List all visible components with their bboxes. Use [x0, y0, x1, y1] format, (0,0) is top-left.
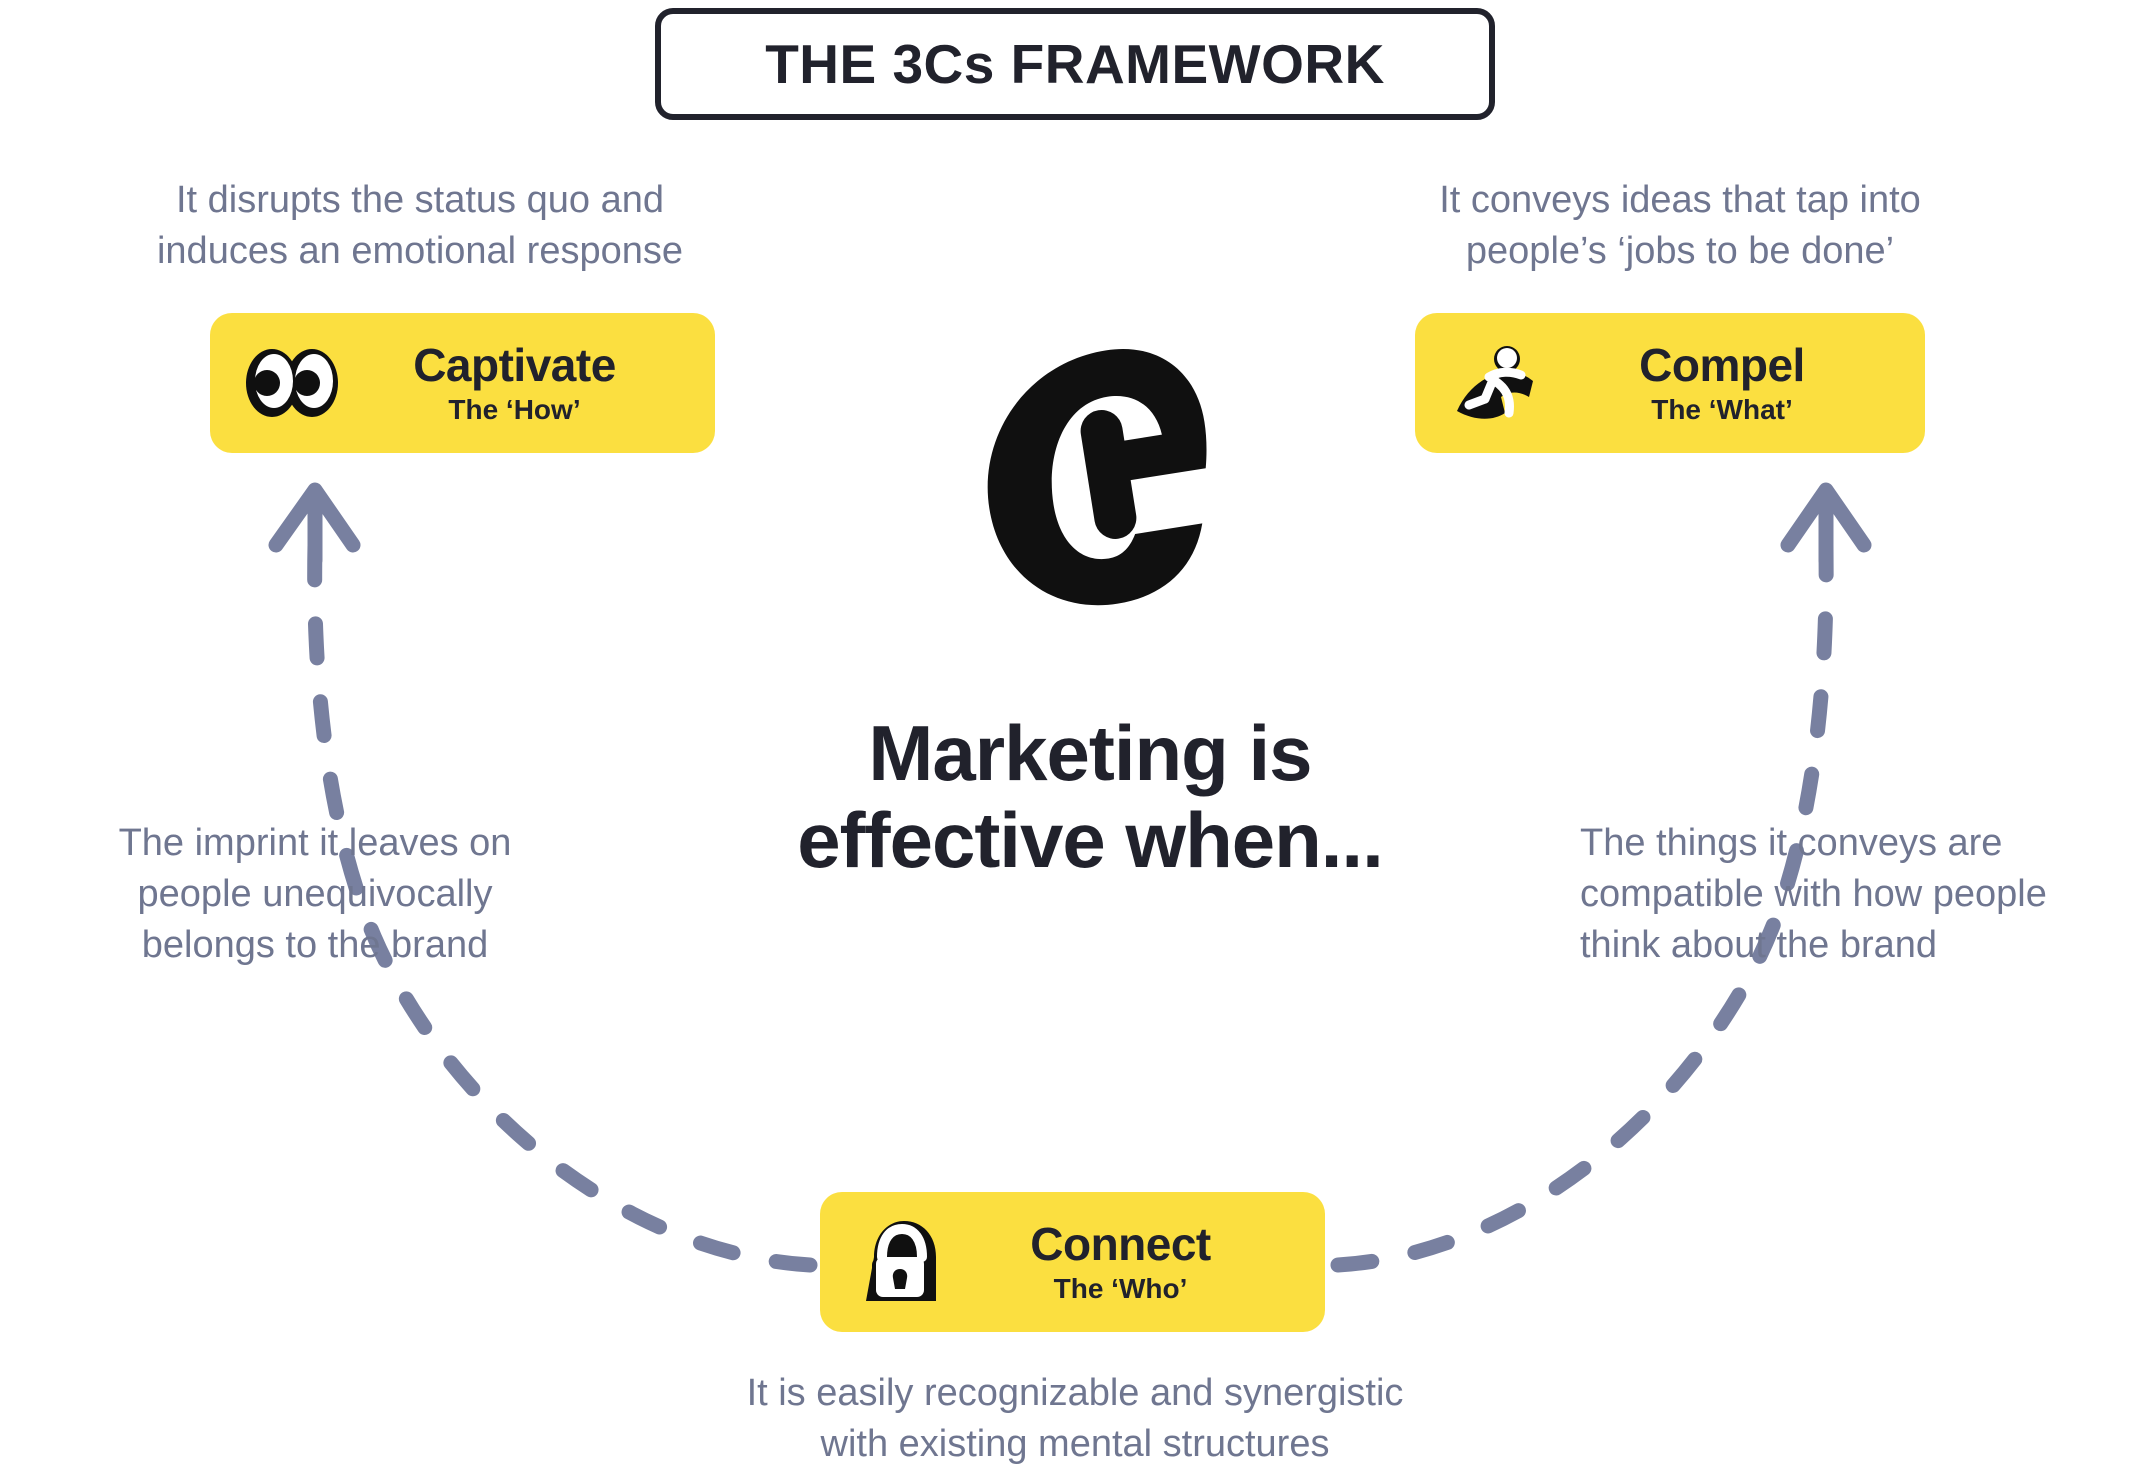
eyes-icon	[244, 346, 340, 420]
caption-captivate-above: It disrupts the status quo and induces a…	[156, 179, 683, 272]
page-title: THE 3Cs FRAMEWORK	[765, 33, 1385, 95]
center-headline: Marketing is effective when...	[797, 709, 1384, 885]
card-compel-title: Compel	[1639, 339, 1805, 392]
caption-connect-below: It is easily recognizable and synergisti…	[746, 1372, 1404, 1465]
card-compel-subtitle: The ‘What’	[1651, 394, 1793, 426]
caption-compel-above: It conveys ideas that tap into people’s …	[1439, 179, 1921, 272]
stylized-c-logo	[930, 330, 1230, 630]
caption-compel-below: The things it conveys are compatible wit…	[1580, 822, 2047, 966]
caption-captivate-below: The imprint it leaves on people unequivo…	[118, 822, 512, 966]
card-captivate-texts: Captivate The ‘How’	[340, 341, 689, 425]
card-connect-subtitle: The ‘Who’	[1053, 1273, 1188, 1305]
card-captivate-subtitle: The ‘How’	[448, 394, 581, 426]
arrow-connect-to-compel-head	[1780, 482, 1872, 553]
card-captivate[interactable]: Captivate The ‘How’	[210, 313, 715, 453]
framework-title-box: THE 3Cs FRAMEWORK	[655, 8, 1495, 120]
card-connect-texts: Connect The ‘Who’	[942, 1220, 1299, 1304]
card-captivate-title: Captivate	[413, 339, 616, 392]
card-compel[interactable]: Compel The ‘What’	[1415, 313, 1925, 453]
arrow-connect-to-captivate-head	[268, 482, 361, 553]
card-compel-texts: Compel The ‘What’	[1545, 341, 1899, 425]
lock-icon	[856, 1217, 942, 1307]
running-person-icon	[1449, 341, 1545, 425]
card-connect-title: Connect	[1030, 1218, 1211, 1271]
card-connect[interactable]: Connect The ‘Who’	[820, 1192, 1325, 1332]
